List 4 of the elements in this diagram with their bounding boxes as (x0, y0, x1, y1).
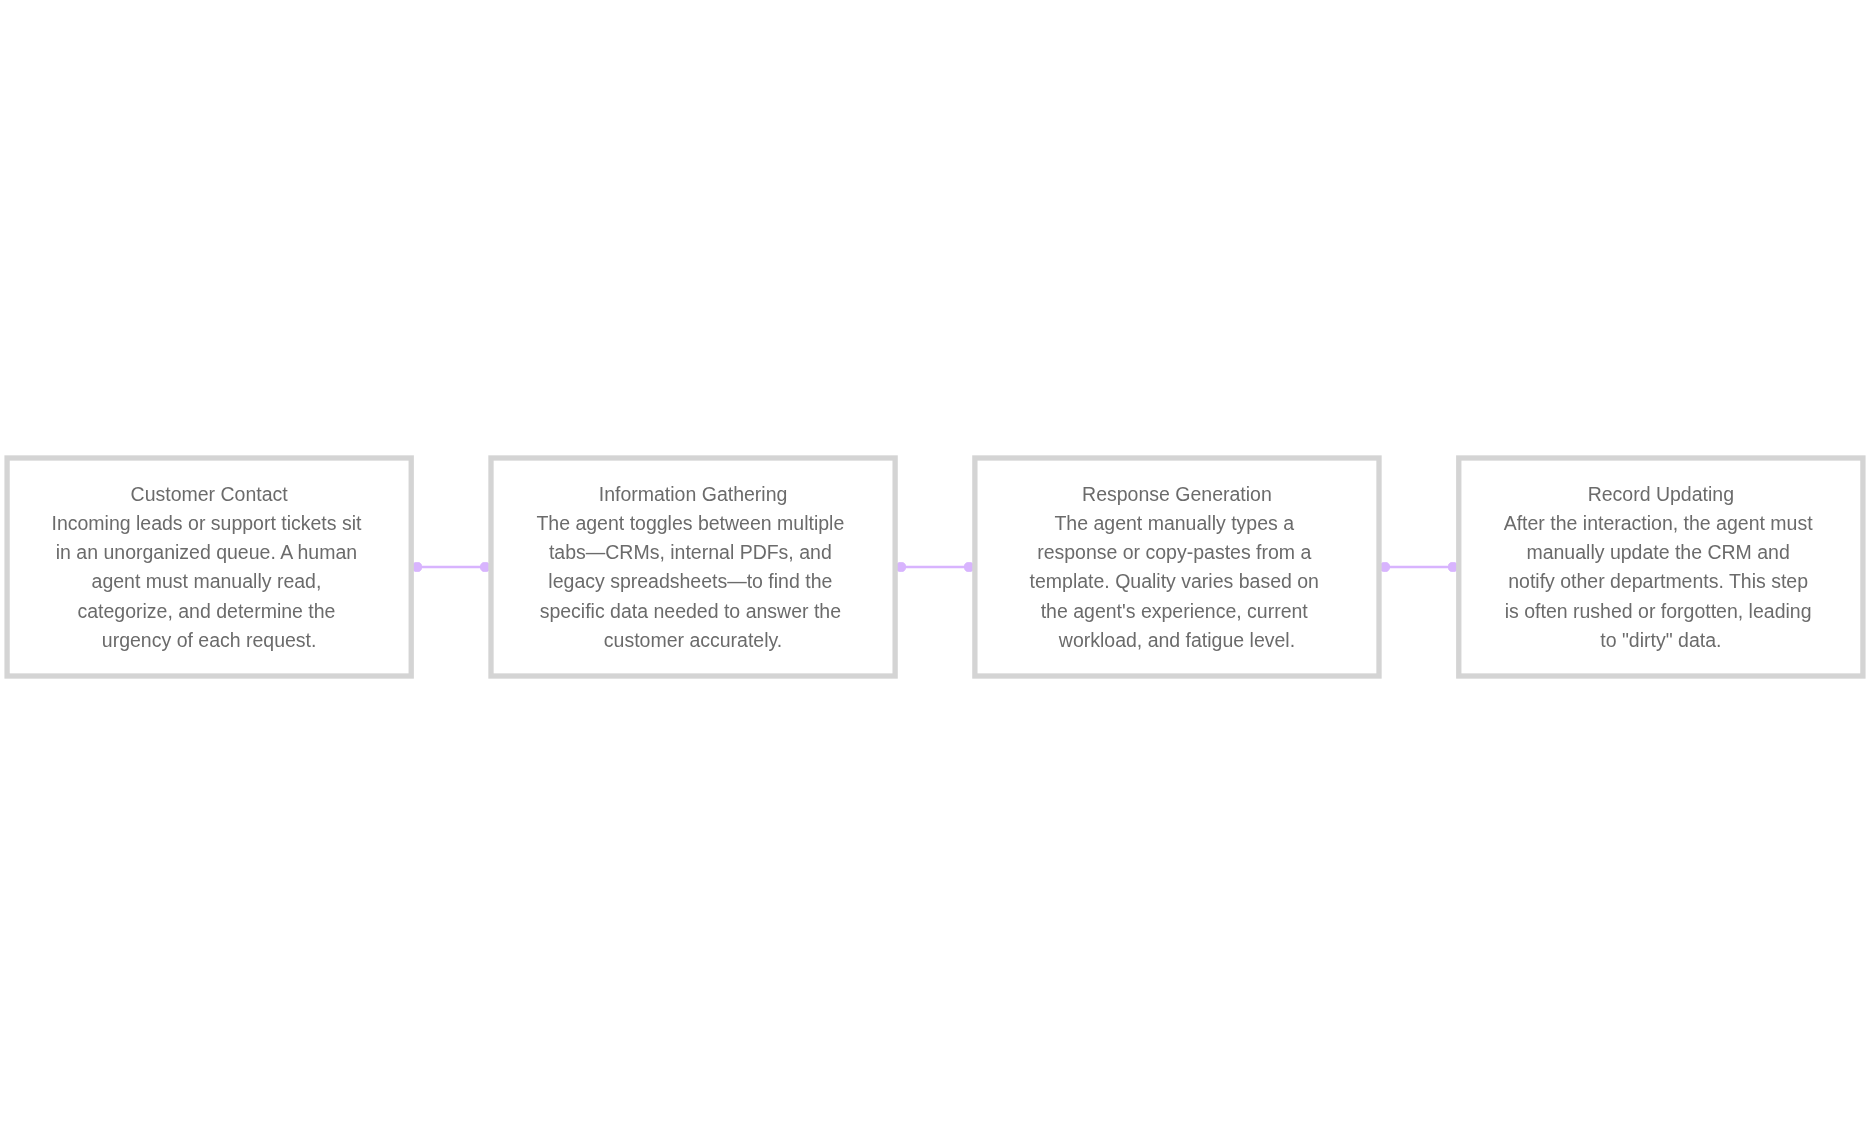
node-box: Information Gathering The agent toggles between multiple tabs—CRMs, internal PDFs, and legacy spreadsheets—to find the specific data needed to answer the customer accurately. (488, 455, 898, 679)
node-box: Record Updating After the interaction, the agent must manually update the CRM and notify other departments. This step is often rushed or forgotten, leading to "dirty" data. (1456, 455, 1866, 679)
node-box: Customer Contact Incoming leads or support tickets sit in an unorganized queue. A human agent must manually read, categorize, and determine the urgency of each request. (4, 455, 414, 679)
node-box: Response Generation The agent manually types a response or copy-pastes from a template. Quality varies based on the agent's experience, current workload, and fatigue level. (972, 455, 1382, 679)
